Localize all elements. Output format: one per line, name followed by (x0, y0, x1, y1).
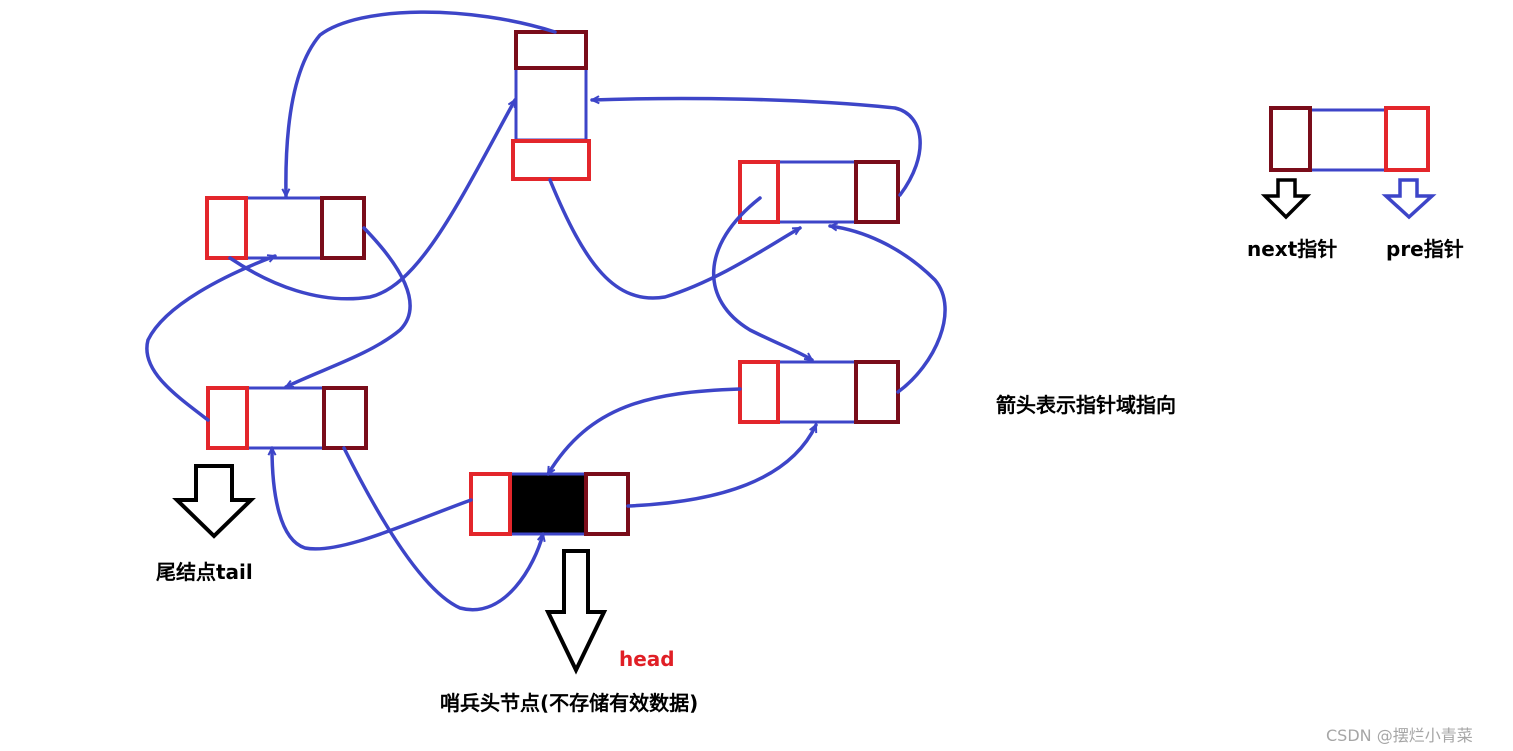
hollow-down-arrow-icon (544, 549, 608, 675)
node-head-next-field (584, 472, 630, 536)
node-top-data-field (514, 66, 588, 142)
hollow-down-arrow-icon (1381, 178, 1437, 220)
head-label: head (619, 647, 675, 671)
arrow-left-upper-to-top (228, 100, 517, 301)
arrow-top-to-right-upper (548, 178, 800, 300)
legend-next-label: next指针 (1247, 237, 1338, 261)
arrow-left-upper-to-tail (286, 226, 412, 389)
arrow-head-to-right-lower (626, 425, 818, 508)
arrow-right-upper-to-top (590, 99, 922, 197)
tail-label: 尾结点tail (156, 560, 253, 584)
node-right-upper-data-field (776, 160, 858, 224)
sentinel-label: 哨兵头节点(不存储有效数据) (440, 691, 699, 715)
node-tail-next-field (322, 386, 368, 450)
node-left-upper (205, 196, 366, 260)
legend-node (1269, 106, 1430, 172)
arrow-right-lower-to-right-upper (828, 226, 947, 394)
node-head-prev-field (469, 472, 512, 536)
node-left-upper-data-field (244, 196, 324, 260)
arrow-meaning-label: 箭头表示指针域指向 (996, 393, 1176, 417)
node-tail-data-field (245, 386, 326, 450)
node-top (511, 30, 591, 181)
legend-data-field (1308, 108, 1388, 172)
node-right-lower-prev-field (738, 360, 780, 424)
node-top-prev-field (511, 139, 591, 181)
node-right-lower-next-field (854, 360, 900, 424)
pointer-arrows (145, 10, 947, 612)
watermark: CSDN @摆烂小青菜 (1326, 726, 1473, 745)
legend-next-field (1269, 106, 1312, 172)
node-right-upper-prev-field (738, 160, 780, 224)
node-left-upper-prev-field (205, 196, 248, 260)
arrow-right-lower-to-head (546, 387, 742, 474)
arrow-tail-to-head (342, 446, 543, 612)
legend-pre-label: pre指针 (1386, 237, 1464, 261)
legend-pre-field (1384, 106, 1430, 172)
node-tail (206, 386, 368, 450)
node-head-data-field (508, 472, 588, 536)
hollow-down-arrow-icon (1260, 178, 1312, 220)
arrow-top-to-left-upper (286, 10, 557, 198)
hollow-down-arrow-icon (172, 464, 256, 539)
node-top-next-field (514, 30, 588, 70)
node-right-lower-data-field (776, 360, 858, 424)
node-right-upper (738, 160, 900, 224)
node-right-lower (738, 360, 900, 424)
arrow-right-upper-to-right-lower (712, 196, 812, 362)
node-right-upper-next-field (854, 160, 900, 224)
node-head (469, 472, 630, 536)
node-tail-prev-field (206, 386, 249, 450)
arrow-head-to-tail (272, 446, 473, 551)
arrow-tail-to-left-upper (145, 256, 275, 422)
node-left-upper-next-field (320, 196, 366, 260)
